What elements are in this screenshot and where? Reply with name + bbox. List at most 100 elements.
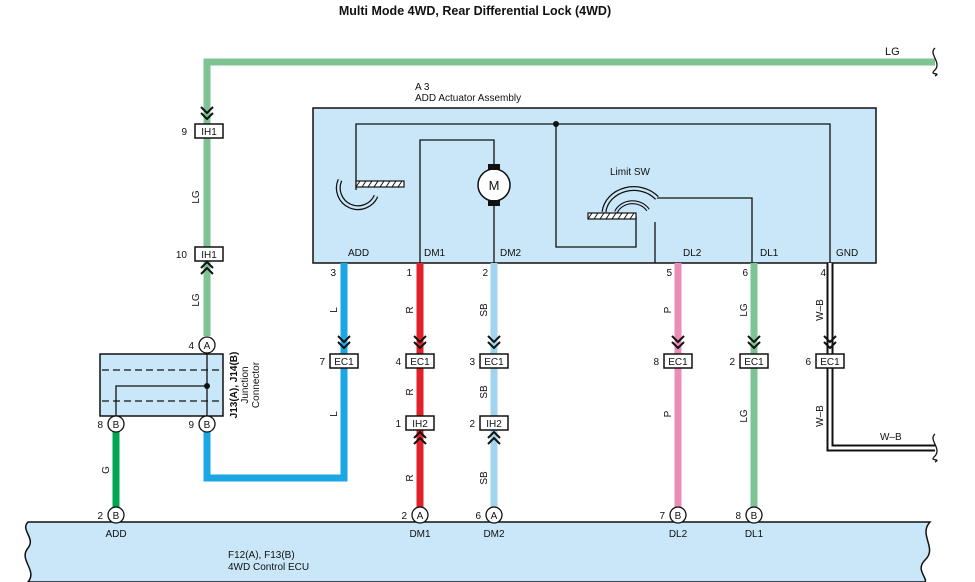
junction-pin-right-tag: B [204,420,211,431]
wl-dm2-1: SB [479,303,490,317]
terminal-add: ADD [348,248,369,259]
wire-break-lg [932,47,938,77]
wire-add-l [203,263,348,482]
ecu-name: 4WD Control ECU [228,562,309,573]
wl-gnd-1: W–B [815,299,826,321]
wl-dm1-3: R [405,474,416,481]
junction-pin-left-num: 8 [97,420,103,431]
terminal-dm2: DM2 [500,248,522,259]
terminal-dl1: DL1 [760,248,779,259]
ec1-dl1-name: EC1 [744,357,764,368]
ecu-pin-dl2: B 7 DL2 [659,506,688,540]
junction-pin-top-num: 4 [188,341,194,352]
ih2-dm1-pin: 1 [395,419,401,430]
ec1-dm2-name: EC1 [484,357,504,368]
ecu-pin-dm2-label: DM2 [483,529,505,540]
junction-line3: Connector [251,361,262,408]
ec1-dm1-name: EC1 [410,357,430,368]
ih1-top-pin: 9 [181,127,187,138]
wl-gnd-2: W–B [815,405,826,427]
pin-dm1: 1 [406,268,412,279]
ec1-add-name: EC1 [334,357,354,368]
junction-pin-left-tag: B [113,420,120,431]
pin-add: 3 [330,268,336,279]
wl-dl2-1: P [663,306,674,313]
lg-main-wire [203,58,935,336]
actuator-box [312,107,877,264]
ih2-row: IH2 1 IH2 2 [395,415,509,445]
wl-dl1-2: LG [739,409,750,423]
ecu-code: F12(A), F13(B) [228,550,295,561]
ih1-bottom-pin: 10 [176,250,188,261]
wire-break-wb [932,433,938,463]
ecu-pin-dm2-tag: A [491,511,498,522]
ecu-pin-dl1-tag: B [751,511,758,522]
limit-sw-label: Limit SW [610,167,651,178]
ecu-pin-dl2-tag: B [675,511,682,522]
ecu-pin-dl2-num: 7 [659,511,665,522]
junction-title: J13(A), J14(B) [229,352,240,419]
ec1-row: EC1 7 EC1 4 EC1 3 EC1 8 EC1 2 EC1 6 [319,335,845,369]
motor-label: M [489,178,500,193]
wl-dl1-1: LG [739,303,750,317]
ecu-pin-dl2-label: DL2 [669,529,688,540]
terminal-dm1: DM1 [424,248,446,259]
terminal-gnd: GND [836,248,858,259]
ecu-box [24,521,932,582]
wl-dm1-1: R [405,306,416,313]
ecu-pin-dm1-label: DM1 [409,529,431,540]
pin-gnd: 4 [820,268,826,279]
terminal-dl2: DL2 [683,248,702,259]
wl-dl2-2: P [663,410,674,417]
ec1-dm1-pin: 4 [395,357,401,368]
ecu-pin-dl1-num: 8 [735,511,741,522]
junction-pin-top [198,336,216,354]
ec1-dm2-pin: 3 [469,357,475,368]
actuator-code: A 3 [415,82,430,93]
pin-dl1: 6 [742,268,748,279]
ih2-dm2-name: IH2 [486,419,502,430]
wl-dm2-3: SB [479,471,490,485]
ecu-pin-add-tag: B [113,511,120,522]
ecu-pin-dl1: B 8 DL1 [735,506,764,540]
wl-dm1-2: R [405,388,416,395]
ec1-dl2-name: EC1 [668,357,688,368]
pin-dm2: 2 [482,268,488,279]
ecu-pin-dm2: A 6 DM2 [475,506,505,540]
ih1-bottom-connector [194,246,224,262]
ec1-add-pin: 7 [319,357,325,368]
wl-add-2: L [329,411,340,417]
actuator-name: ADD Actuator Assembly [415,93,521,104]
ec1-gnd-pin: 6 [805,357,811,368]
ecu-pin-dm1-num: 2 [401,511,407,522]
wl-dm2-2: SB [479,385,490,399]
ecu-pin-dm2-num: 6 [475,511,481,522]
wire-label-lg-top: LG [885,46,900,58]
wl-g: G [101,466,112,474]
wire-gnd-wb [826,263,935,452]
ecu-pin-add-num: 2 [97,511,103,522]
ec1-dl2-pin: 8 [653,357,659,368]
wire-label-lg-v1: LG [191,190,202,204]
ih1-top-connector [194,123,224,139]
junction-pin-right [198,415,216,433]
junction-line2: Junction [240,366,251,403]
ecu-pin-dl1-label: DL1 [745,529,764,540]
ih1-top-name: IH1 [201,127,217,138]
junction-pin-top-tag: A [204,341,211,352]
wire-label-lg-v2: LG [191,293,202,307]
wl-gnd-right: W–B [880,432,902,443]
pin-dl2: 5 [666,268,672,279]
ec1-gnd-name: EC1 [820,357,840,368]
junction-pin-right-num: 9 [188,420,194,431]
ih1-bottom-name: IH1 [201,250,217,261]
ec1-dl1-pin: 2 [729,357,735,368]
ecu-pin-add: B 2 ADD [97,506,127,540]
diagram-title: Multi Mode 4WD, Rear Differential Lock (… [339,4,611,18]
ecu-pin-dm1-tag: A [417,511,424,522]
ecu-pin-dm1: A 2 DM1 [401,506,431,540]
wl-add-1: L [329,307,340,313]
junction-connector-box [99,353,224,417]
ih2-dm1-name: IH2 [412,419,428,430]
